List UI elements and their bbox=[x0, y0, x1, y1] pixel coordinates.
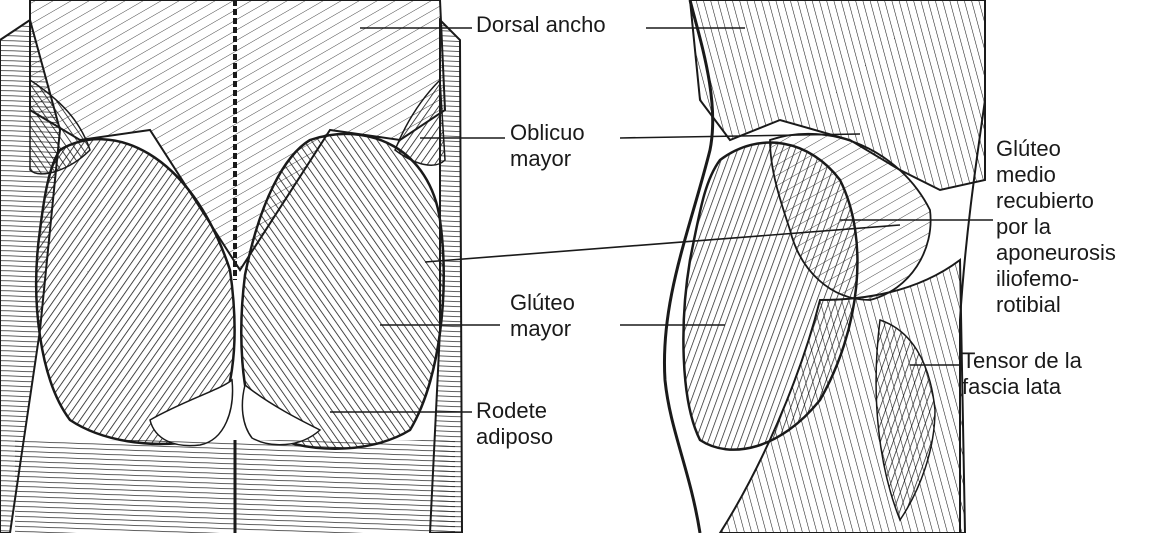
label-line: Rodete bbox=[476, 398, 553, 424]
label-line: Glúteo bbox=[996, 136, 1116, 162]
lateral-view bbox=[664, 0, 985, 533]
label-line: rotibial bbox=[996, 292, 1116, 318]
label-gluteo-mayor: Glúteo mayor bbox=[510, 290, 575, 342]
label-line: por la bbox=[996, 214, 1116, 240]
label-line: medio bbox=[996, 162, 1116, 188]
label-line: aponeurosis bbox=[996, 240, 1116, 266]
label-line: fascia lata bbox=[962, 374, 1082, 400]
label-line: mayor bbox=[510, 316, 575, 342]
label-line: Oblicuo bbox=[510, 120, 585, 146]
label-line: recubierto bbox=[996, 188, 1116, 214]
label-line: Glúteo bbox=[510, 290, 575, 316]
label-dorsal-ancho: Dorsal ancho bbox=[476, 12, 606, 38]
label-rodete-adiposo: Rodete adiposo bbox=[476, 398, 553, 450]
label-tensor-fascia-lata: Tensor de la fascia lata bbox=[962, 348, 1082, 400]
label-line: iliofemo- bbox=[996, 266, 1116, 292]
label-gluteo-medio: Glúteo medio recubierto por la aponeuros… bbox=[996, 136, 1116, 318]
label-line: mayor bbox=[510, 146, 585, 172]
label-oblicuo-mayor: Oblicuo mayor bbox=[510, 120, 585, 172]
label-line: adiposo bbox=[476, 424, 553, 450]
posterior-view bbox=[0, 0, 462, 533]
label-line: Tensor de la bbox=[962, 348, 1082, 374]
